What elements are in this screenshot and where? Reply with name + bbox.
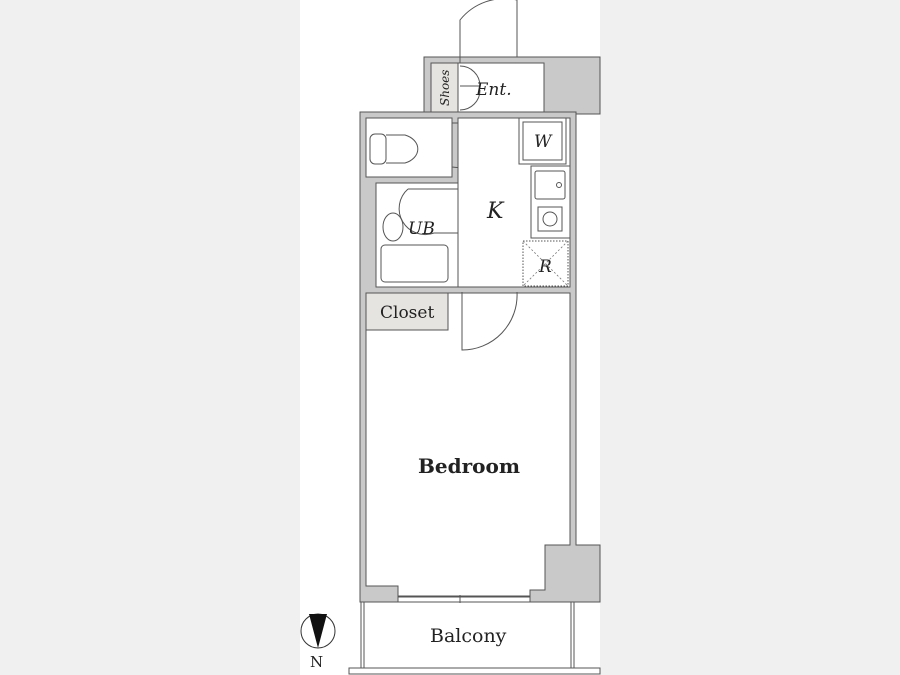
- toilet-icon: [386, 134, 419, 164]
- closet-label: Closet: [380, 303, 434, 323]
- stove-icon: [537, 206, 563, 232]
- compass-north-label: N: [310, 653, 323, 671]
- sink-icon: [534, 170, 566, 200]
- balcony: [348, 601, 601, 675]
- entrance-door-swing: [459, 65, 481, 111]
- entrance-area: [423, 0, 601, 115]
- balcony-window: [397, 596, 531, 603]
- unit-bath: [375, 182, 459, 288]
- entrance-label: Ent.: [475, 80, 512, 100]
- kitchen-counter: [530, 165, 571, 239]
- north-compass: [300, 613, 336, 649]
- bedroom-label: Bedroom: [418, 454, 520, 478]
- bedroom-door-swing: [461, 291, 518, 351]
- washer-space: [518, 117, 567, 165]
- kitchen-label: K: [486, 199, 505, 224]
- washer-label: W: [534, 132, 553, 152]
- bathtub-icon: [380, 244, 449, 283]
- sink-icon: [382, 212, 404, 242]
- shoe-cabinet: [430, 62, 459, 113]
- balcony-label: Balcony: [430, 625, 507, 647]
- front-door: [459, 0, 518, 63]
- unit-bath-label: UB: [408, 219, 435, 239]
- bath-door-swing: [398, 188, 458, 236]
- bedroom: [365, 292, 571, 597]
- shoes-label: Shoes: [438, 70, 452, 106]
- refrigerator-label: R: [538, 257, 552, 277]
- refrigerator-space: [522, 240, 569, 287]
- toilet-room: [365, 117, 504, 178]
